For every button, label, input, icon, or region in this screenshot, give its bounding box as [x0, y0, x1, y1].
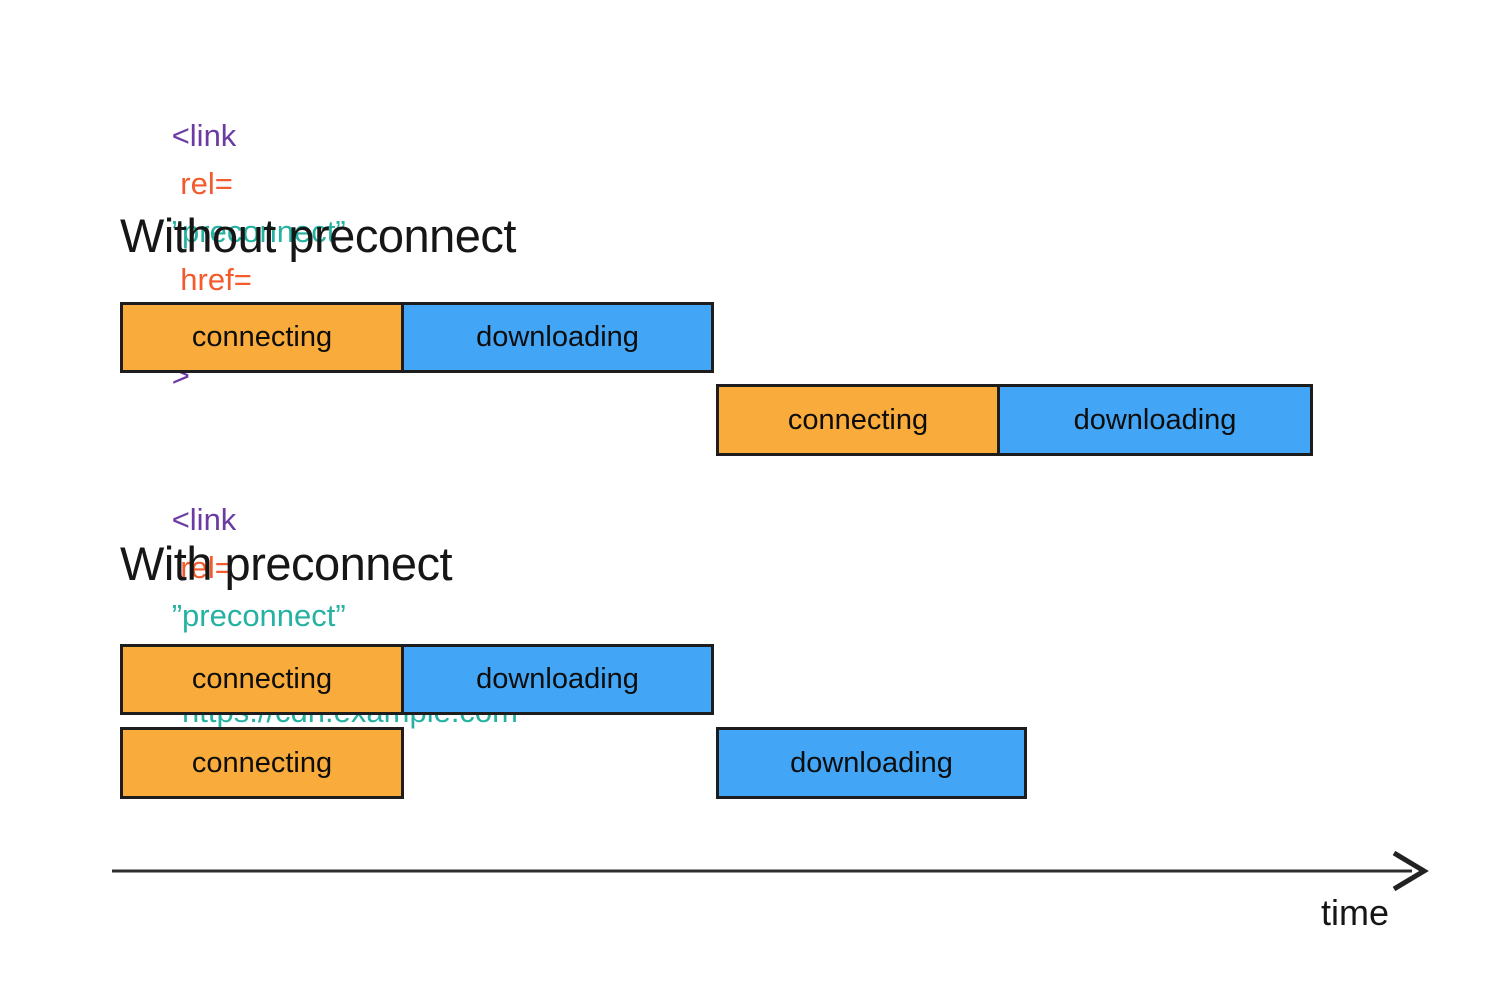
section-title-without: Without preconnect: [120, 209, 516, 262]
connecting-bar: connecting: [120, 302, 404, 373]
arrow-right-icon: [1392, 850, 1429, 892]
bar-label: connecting: [191, 663, 333, 695]
code-tag-open: <link: [171, 118, 237, 153]
code-attr-rel: rel=: [171, 550, 233, 585]
code-attr-rel: rel=: [171, 166, 233, 201]
time-axis-label: time: [1320, 892, 1389, 933]
section-title-with: With preconnect: [120, 537, 453, 590]
code-attr-href: href=: [171, 262, 252, 297]
bar-label: connecting: [787, 403, 929, 436]
downloading-bar: downloading: [401, 302, 714, 373]
bar-label: connecting: [191, 746, 333, 779]
bar-label: downloading: [790, 746, 953, 779]
bar-label: downloading: [476, 663, 639, 695]
bar-label: downloading: [1073, 403, 1237, 436]
code-snippet: <link rel= ”preconnect” href= ”https://e…: [120, 64, 529, 832]
code-tag-open: <link: [171, 502, 237, 537]
downloading-bar: downloading: [716, 727, 1027, 799]
connecting-bar: connecting: [120, 727, 404, 799]
code-value-rel: ”preconnect”: [171, 214, 346, 249]
connecting-bar: connecting: [120, 644, 404, 715]
code-value-rel: ”preconnect”: [171, 598, 346, 633]
connecting-bar: connecting: [716, 384, 1000, 456]
downloading-bar: downloading: [401, 644, 714, 715]
bar-label: downloading: [476, 321, 639, 353]
time-axis: [112, 850, 1429, 892]
bar-label: connecting: [191, 321, 333, 353]
downloading-bar: downloading: [997, 384, 1313, 456]
